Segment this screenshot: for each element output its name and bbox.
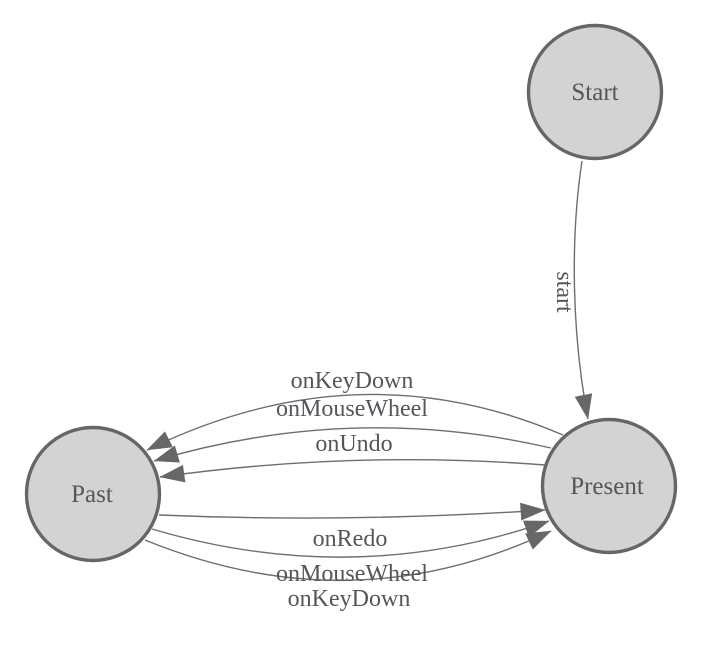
edge-present-to-past-onundo (159, 458, 546, 483)
state-node-past[interactable]: Past (24, 425, 162, 563)
state-node-present[interactable]: Present (540, 417, 678, 555)
edge-label-layer: start onKeyDown onMouseWheel onUndo onRe… (276, 271, 577, 612)
edge-label-start: start (551, 271, 577, 313)
state-node-start[interactable]: Start (526, 23, 664, 161)
edge-present-to-past-onmousewheel (153, 427, 552, 463)
node-label-start: Start (571, 79, 618, 106)
edge-past-to-present-onkeydown (144, 530, 552, 582)
state-circle-start[interactable] (526, 23, 664, 161)
edge-label-onkeydown-bottom: onKeyDown (288, 586, 411, 612)
edge-label-onundo: onUndo (315, 431, 392, 457)
edge-layer (144, 160, 593, 582)
edge-label-onredo: onRedo (313, 526, 388, 552)
state-circle-past[interactable] (24, 425, 162, 563)
edge-start-to-present (573, 160, 593, 420)
edge-present-to-past-onkeydown (146, 393, 564, 451)
state-circle-present[interactable] (540, 417, 678, 555)
node-layer: Start Past Present (24, 23, 678, 563)
node-label-present: Present (570, 473, 644, 500)
edge-label-onmousewheel-bottom: onMouseWheel (276, 561, 428, 587)
edge-past-to-present-onredo (158, 502, 546, 521)
edge-label-onkeydown-top: onKeyDown (291, 368, 414, 394)
edge-label-onmousewheel-top: onMouseWheel (276, 396, 428, 422)
edge-past-to-present-onmousewheel (151, 520, 550, 558)
node-label-past: Past (71, 481, 113, 508)
